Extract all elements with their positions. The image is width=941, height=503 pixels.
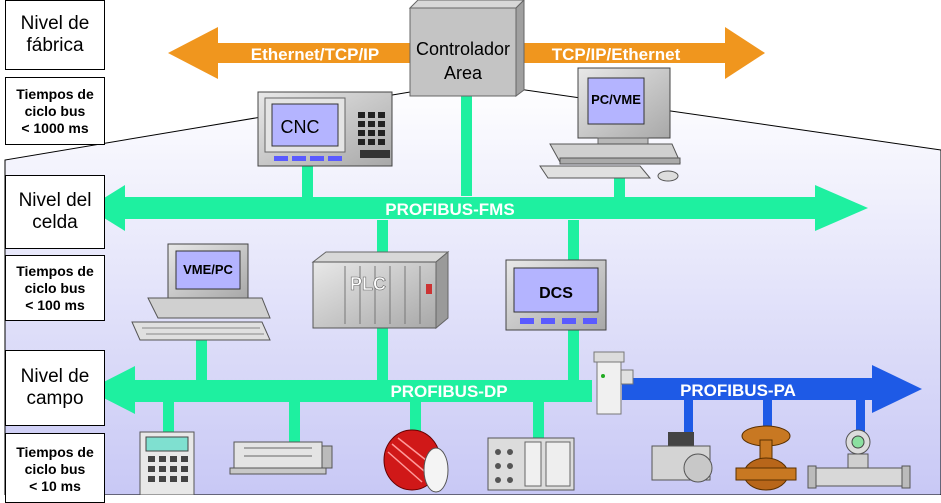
factory-level-box: Nivel de fábrica [5, 0, 105, 70]
cell-cycle-box: Tiempos de ciclo bus < 100 ms [5, 255, 105, 321]
profibus-fms-label: PROFIBUS-FMS [385, 200, 514, 219]
dcs-station [505, 259, 607, 331]
pc-vme-workstation [539, 67, 681, 182]
dp-pa-coupler [593, 351, 634, 415]
cnc-label: CNC [281, 117, 320, 137]
factory-level-label: Nivel de fábrica [20, 13, 90, 56]
field-cycle-box: Tiempos de ciclo bus < 10 ms [5, 433, 105, 503]
pa-transmitter-device [807, 429, 911, 489]
motor-drive-device [383, 429, 449, 493]
profibus-dp-bus [88, 366, 592, 414]
cell-level-box: Nivel del celda [5, 175, 105, 249]
plc-label: PLC [350, 274, 386, 294]
field-level-label: Nivel de campo [20, 366, 90, 409]
pc-vme-label: PC/VME [591, 92, 641, 107]
vme-pc-workstation [131, 243, 271, 341]
profibus-dp-label: PROFIBUS-DP [390, 382, 507, 401]
ethernet-left-label: Ethernet/TCP/IP [251, 45, 379, 64]
field-cycle-time: Tiempos de ciclo bus < 10 ms [16, 444, 94, 494]
profibus-fms-bus [88, 185, 868, 231]
factory-cycle-box: Tiempos de ciclo bus < 1000 ms [5, 77, 105, 145]
remote-io-device [487, 437, 575, 491]
vme-pc-label: VME/PC [183, 262, 233, 277]
profibus-pa-label: PROFIBUS-PA [680, 381, 796, 400]
controller-label-line1: Controlador [416, 39, 510, 59]
dcs-label: DCS [539, 285, 573, 302]
operator-panel-device [139, 431, 195, 495]
factory-cycle-time: Tiempos de ciclo bus < 1000 ms [16, 85, 94, 136]
pa-flow-meter-device [651, 432, 713, 483]
plc-rack [311, 250, 450, 330]
area-controller-server [408, 0, 525, 97]
cell-level-label: Nivel del celda [18, 190, 92, 233]
profibus-pa-bus [622, 365, 922, 413]
cnc-machine [257, 91, 393, 167]
pa-control-valve-device [735, 425, 797, 491]
field-level-box: Nivel de campo [5, 350, 105, 426]
io-terminal-device [229, 441, 333, 475]
controller-label-line2: Area [444, 63, 483, 83]
cell-cycle-time: Tiempos de ciclo bus < 100 ms [16, 262, 94, 313]
ethernet-right-label: TCP/IP/Ethernet [552, 45, 681, 64]
